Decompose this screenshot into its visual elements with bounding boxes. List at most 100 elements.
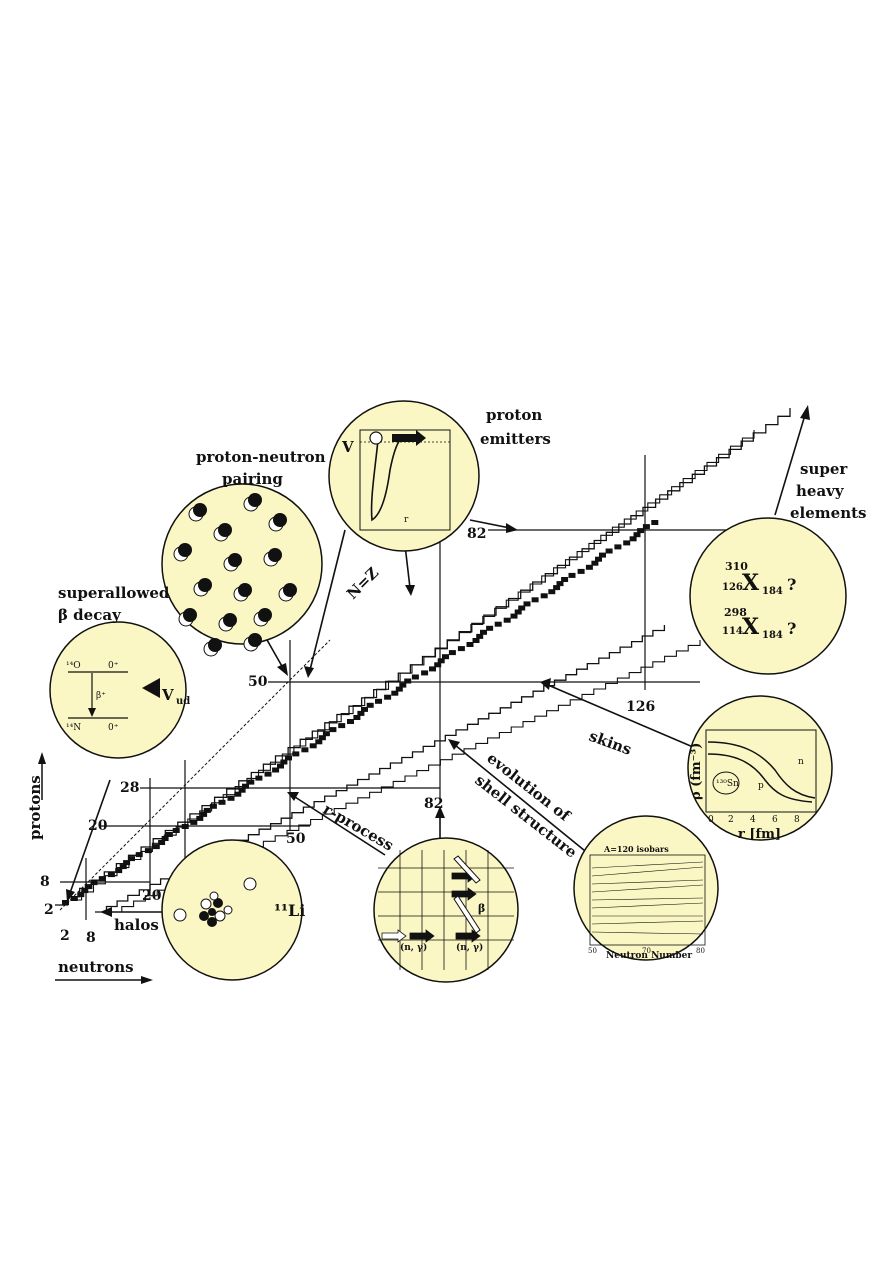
stable-nucleus-block [623, 540, 631, 546]
neutron-density-curve [707, 741, 816, 799]
arrow-proton-emit-2 [404, 544, 411, 589]
superallowed-inset: ¹⁴O 0⁺ β⁺ ¹⁴N 0⁺ V ud superallowed β dec… [49, 584, 190, 759]
beta-decay-arrow-icon [453, 855, 481, 934]
stable-nucleus-block [200, 811, 208, 817]
arrow-rprocess [294, 796, 386, 856]
stable-nucleus-block [561, 577, 569, 582]
skin-sn-label: ¹³⁰Sn [716, 779, 739, 789]
core-nucleon-2 [200, 898, 212, 910]
stable-nucleus-block [280, 759, 288, 765]
protons-arrowhead [38, 752, 46, 764]
shell-level-line [591, 931, 704, 935]
core-nucleon-7 [209, 891, 219, 901]
skin-tick-4: 4 [750, 815, 756, 825]
magic-n82-label: 82 [424, 796, 443, 812]
sh1-question: ? [787, 575, 796, 594]
r-process-inset: (n, γ) (n, γ) β r-process [320, 800, 519, 983]
arrow-superallowed [69, 779, 111, 894]
stable-nucleus-block [375, 698, 382, 704]
skin-x-label: r [fm] [738, 827, 781, 842]
proton-dot [183, 608, 197, 622]
arrowhead-superheavy [800, 405, 810, 420]
sh2-question: ? [787, 619, 796, 638]
shell-level-line [591, 902, 704, 909]
potential-v-label: V [341, 438, 354, 456]
tunneling-arrow-icon [392, 430, 426, 446]
stable-nucleus-block [234, 791, 242, 797]
r-capture-arrow-icon [409, 929, 435, 943]
protons-axis-label: protons [26, 775, 44, 840]
stable-nucleus-block [494, 621, 502, 627]
proton-dot [218, 523, 232, 537]
proton-emitters-circle [328, 400, 480, 552]
proton-emitters-label-1: proton [486, 406, 542, 424]
stable-nuclei-valley [62, 520, 659, 905]
stable-nucleus-block [165, 832, 173, 837]
sh1-z: 126 [722, 582, 743, 593]
stable-nucleus-block [309, 743, 317, 749]
sh1-n: 184 [762, 586, 783, 597]
stable-nucleus-block [357, 710, 365, 716]
superheavy-label-3: elements [790, 504, 866, 522]
superheavy-circle [689, 517, 847, 675]
shell-structure-circle [573, 815, 719, 961]
stable-nucleus-block [642, 524, 650, 530]
magic-z82-label: 82 [467, 526, 486, 542]
arrowhead-pairing [277, 663, 288, 676]
stable-nucleus-block [366, 702, 374, 708]
sh2-symbol: X [742, 614, 760, 640]
stable-nucleus-block [476, 633, 484, 639]
stable-nucleus-block [442, 654, 449, 660]
shell-level-line [591, 920, 704, 925]
stable-nucleus-block [614, 544, 622, 550]
superheavy-label-1: super [800, 460, 848, 478]
proton-dot [228, 553, 242, 567]
proton-drip-line [55, 408, 791, 906]
stable-nucleus-block [591, 560, 599, 566]
stable-nucleus-block [553, 585, 561, 591]
magic-n50-label: 50 [286, 831, 306, 847]
stable-nucleus-block [135, 852, 143, 858]
stable-nucleus-block [510, 613, 518, 619]
pn-pairing-inset: proton-neutron pairing [161, 448, 326, 657]
stable-nucleus-block [115, 868, 123, 874]
shell-level-line [591, 897, 704, 901]
stable-nucleus-block [514, 609, 522, 615]
stable-nucleus-block [242, 783, 249, 789]
proton-emitters-inset: V r proton emitters [328, 400, 551, 552]
magic-z50-label: 50 [248, 674, 268, 690]
proton-dot [208, 638, 222, 652]
magic-n20-label: 20 [142, 888, 162, 904]
potential-curve [370, 439, 401, 522]
arrowhead-evolution [448, 739, 460, 750]
superheavy-label-2: heavy [796, 482, 845, 500]
stable-nucleus-block [361, 706, 368, 712]
halo-nucleus-label: ¹¹Li [274, 901, 305, 920]
proton-dot [193, 503, 207, 517]
stable-nucleus-block [264, 771, 272, 777]
halo-neutron-1 [173, 908, 187, 922]
stable-nucleus-block [399, 682, 407, 688]
stable-nucleus-block [77, 892, 85, 898]
stable-nucleus-block [318, 735, 326, 741]
arrowhead-proton-emit-2 [405, 585, 415, 596]
arrowhead-proton-emit-1 [304, 666, 314, 678]
stable-nucleus-block [480, 629, 487, 635]
shell-level-lines [591, 861, 704, 935]
stable-nucleus-block [486, 625, 494, 631]
stable-nucleus-block [209, 803, 217, 809]
nuclide-chart: 2 8 20 28 50 82 2 8 20 50 82 126 N=Z [40, 408, 791, 946]
arrow-superheavy [774, 414, 806, 516]
sh1-mass: 310 [725, 560, 748, 573]
stable-nucleus-block [238, 787, 246, 793]
shell-level-line [591, 861, 704, 869]
stable-nucleus-block [227, 795, 235, 801]
stable-nucleus-block [285, 755, 292, 761]
stable-nucleus-block [144, 848, 152, 854]
stable-nucleus-block [518, 605, 526, 611]
stable-nucleus-block [301, 747, 309, 753]
stable-nucleus-block [315, 739, 323, 745]
nucleon-pairs [173, 493, 297, 657]
stable-nucleus-block [123, 860, 131, 866]
stable-nucleus-block [172, 828, 180, 833]
